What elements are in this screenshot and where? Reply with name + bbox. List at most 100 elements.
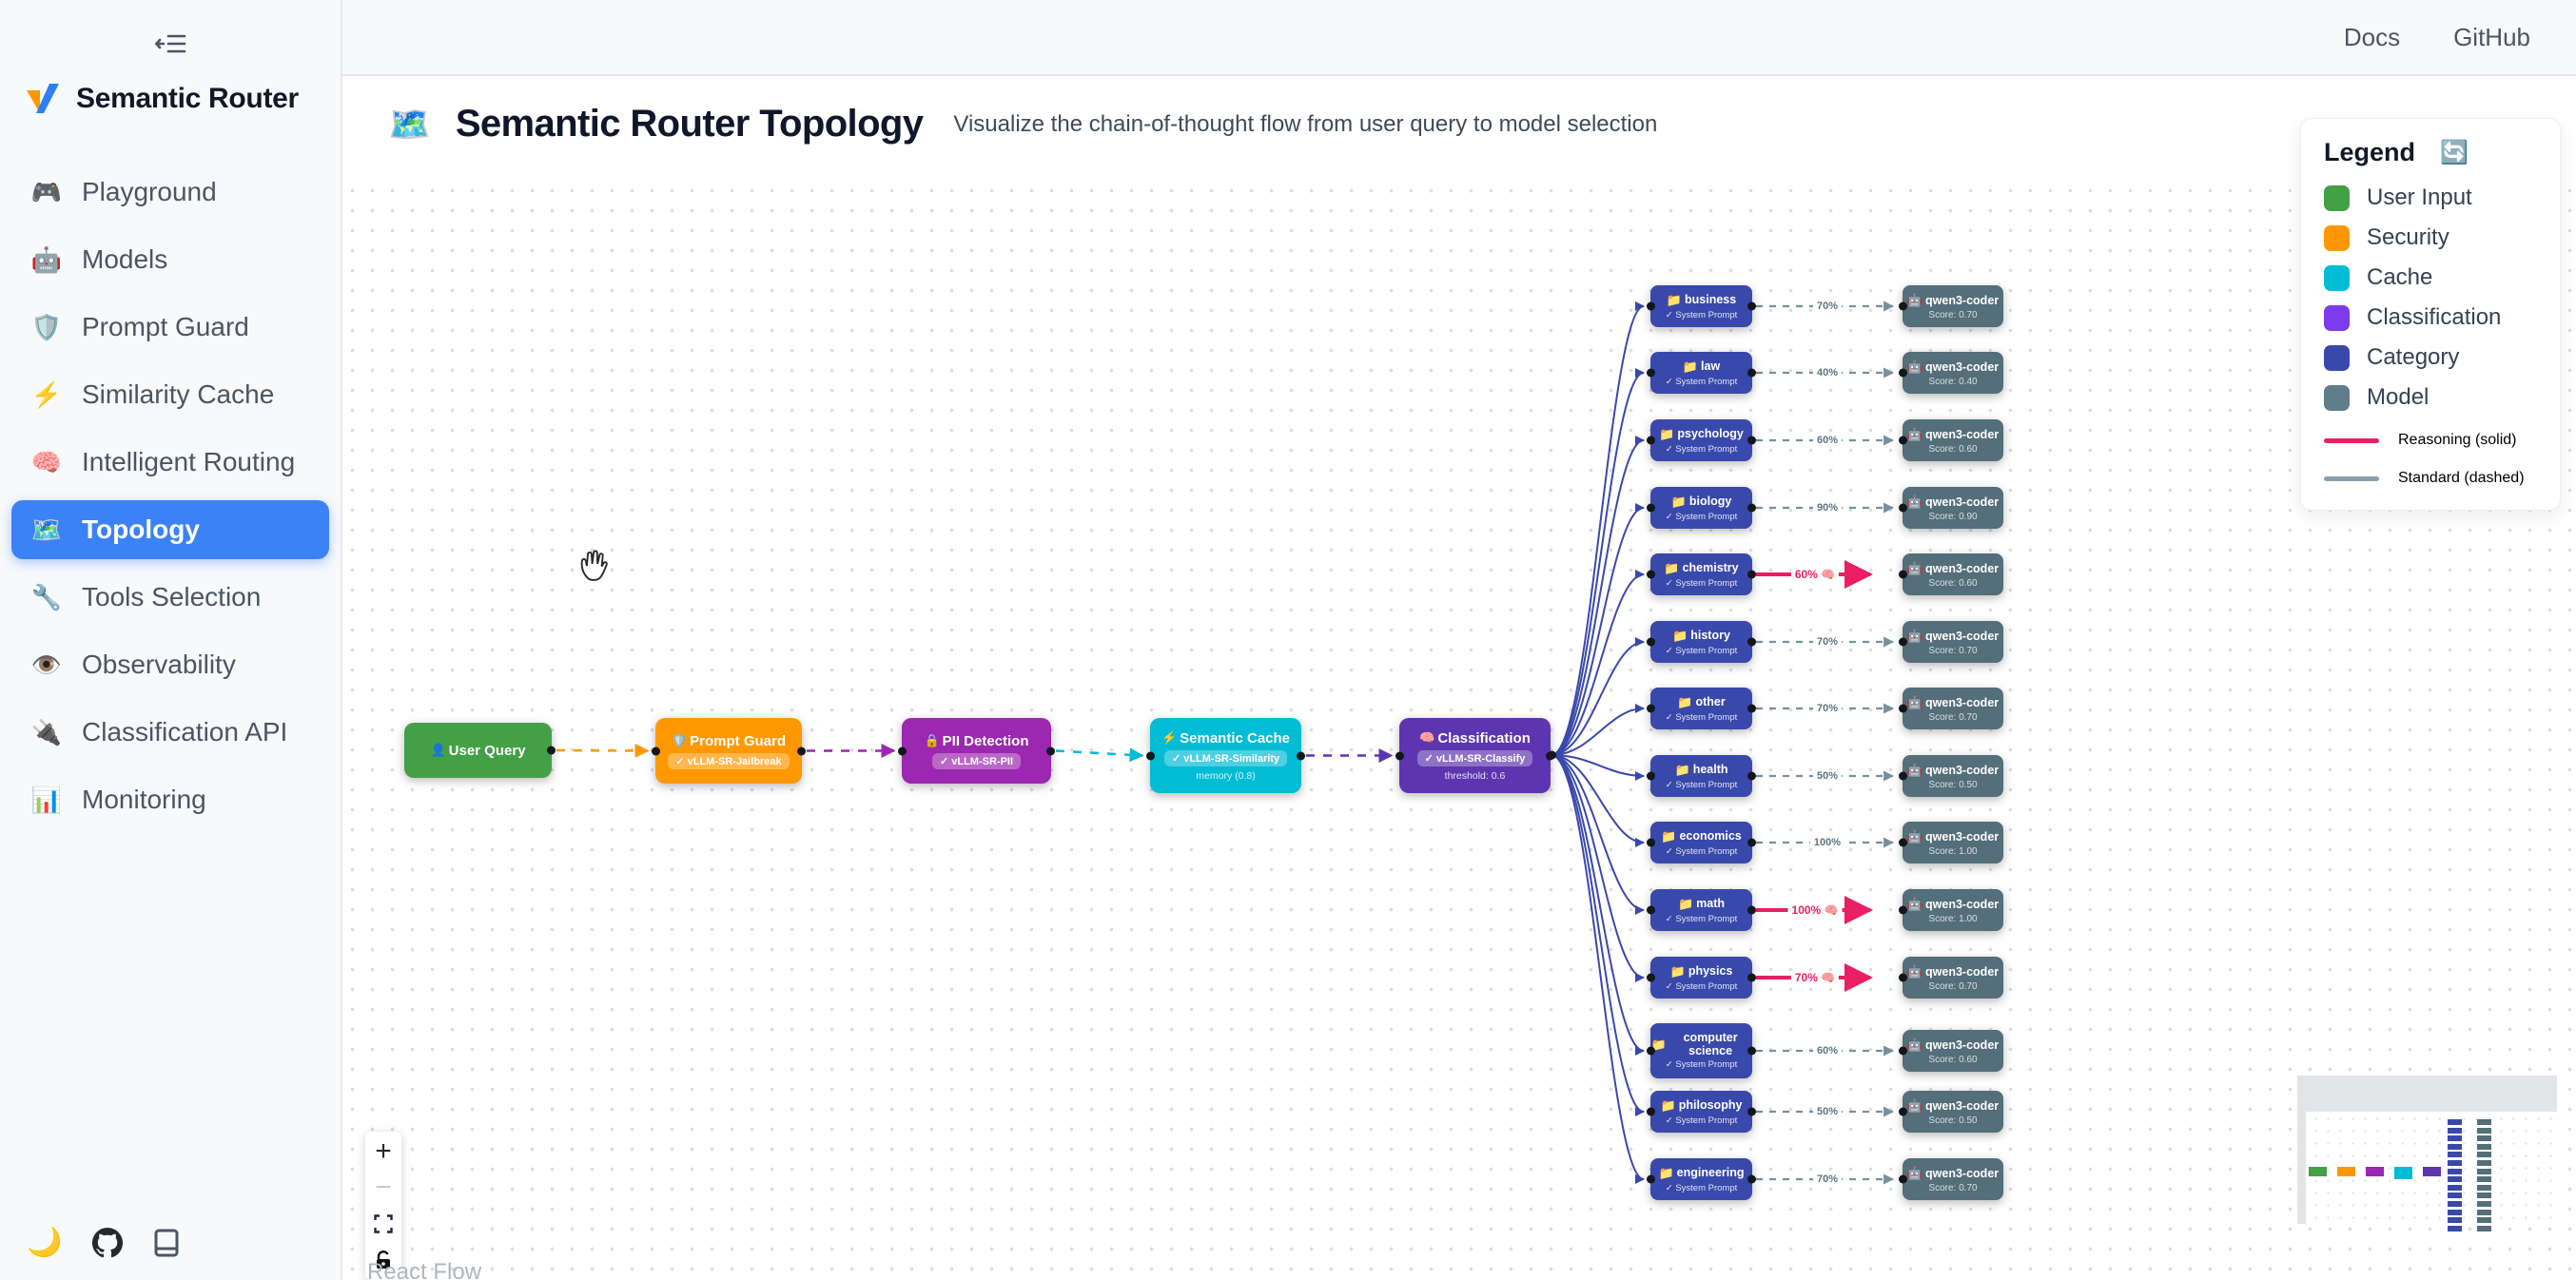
node-handle-target: [1899, 368, 1907, 378]
node-handle-target: [1647, 905, 1655, 915]
sidebar-item-label: Tools Selection: [82, 582, 262, 611]
category-node-health[interactable]: 📁health✓ System Prompt: [1647, 755, 1756, 797]
sidebar-item-prompt-guard[interactable]: 🛡️Prompt Guard: [11, 298, 329, 357]
github-icon[interactable]: [92, 1227, 124, 1258]
minimap-category-node: [2448, 1143, 2462, 1150]
zoom-in-button[interactable]: +: [375, 1135, 392, 1167]
flow-node-pii-detection[interactable]: 🔒PII Detection✓ vLLM-SR-PII: [898, 718, 1055, 784]
dark-mode-toggle-icon[interactable]: 🌙: [27, 1227, 63, 1258]
minimap-node-classification: [2423, 1167, 2441, 1176]
model-score: Score: 0.70: [1928, 1182, 1978, 1193]
sidebar-item-tools-selection[interactable]: 🔧Tools Selection: [11, 568, 329, 627]
legend-title: Legend: [2324, 138, 2416, 166]
node-title: 🤖qwen3-coder: [1907, 964, 1999, 979]
sidebar-item-models[interactable]: 🤖Models: [11, 230, 329, 289]
sidebar-item-similarity-cache[interactable]: ⚡Similarity Cache: [11, 365, 329, 424]
category-node-law[interactable]: 📁law✓ System Prompt: [1647, 352, 1756, 394]
category-node-psychology[interactable]: 📁psychology✓ System Prompt: [1647, 419, 1756, 461]
category-system-prompt: ✓ System Prompt: [1665, 443, 1738, 455]
sidebar-item-intelligent-routing[interactable]: 🧠Intelligent Routing: [11, 433, 329, 492]
prompt-guard-icon: 🛡️: [671, 733, 688, 747]
node-handle-target: [1899, 1174, 1907, 1184]
node-handle-source: [1747, 1046, 1756, 1056]
node-handle-source: [797, 747, 806, 755]
sidebar-item-monitoring[interactable]: 📊Monitoring: [11, 770, 329, 829]
legend-refresh-icon[interactable]: 🔄: [2440, 140, 2469, 165]
flow-node-prompt-guard[interactable]: 🛡️Prompt Guard✓ vLLM-SR-Jailbreak: [652, 718, 806, 784]
legend-item-cache: Cache: [2324, 264, 2537, 291]
category-node-other[interactable]: 📁other✓ System Prompt: [1647, 688, 1756, 729]
folder-icon: 📁: [1674, 762, 1690, 777]
lock-button[interactable]: [367, 1244, 400, 1276]
flow-canvas[interactable]: 🗺️ Semantic Router Topology Visualize th…: [342, 76, 2576, 1280]
sidebar-item-topology[interactable]: 🗺️Topology: [11, 500, 329, 559]
minimap[interactable]: [2297, 1076, 2557, 1232]
navbar-link-github[interactable]: GitHub: [2453, 22, 2530, 51]
node-handle-source: [1747, 771, 1756, 781]
category-name: philosophy: [1678, 1097, 1743, 1112]
category-node-history[interactable]: 📁history✓ System Prompt: [1647, 621, 1756, 663]
legend-label: Reasoning (solid): [2398, 432, 2517, 448]
edge-probability-label: 100% 🧠: [1787, 903, 1843, 917]
category-node-business[interactable]: 📁business✓ System Prompt: [1647, 285, 1756, 327]
category-node-chemistry[interactable]: 📁chemistry✓ System Prompt: [1647, 553, 1756, 595]
node-title: 🤖qwen3-coder: [1907, 561, 1999, 576]
category-name: math: [1696, 896, 1726, 910]
model-name: qwen3-coder: [1925, 629, 2000, 643]
edge-probability-label: 60%: [1812, 1045, 1843, 1057]
sidebar-item-playground[interactable]: 🎮Playground: [11, 163, 329, 222]
legend-swatch-category: [2324, 344, 2350, 371]
brand[interactable]: Semantic Router: [23, 80, 299, 118]
minimap-node-semantic-cache: [2394, 1167, 2412, 1179]
category-node-engineering[interactable]: 📁engineering✓ System Prompt: [1647, 1158, 1756, 1200]
category-node-computer-science[interactable]: 📁computer science✓ System Prompt: [1647, 1023, 1756, 1078]
legend-label: Classification: [2367, 304, 2502, 330]
brand-name: Semantic Router: [76, 83, 299, 114]
similarity-cache-icon: ⚡: [30, 379, 63, 409]
sidebar-item-classification-api[interactable]: 🔌Classification API: [11, 703, 329, 762]
category-node-biology[interactable]: 📁biology✓ System Prompt: [1647, 487, 1756, 529]
model-name: qwen3-coder: [1925, 1166, 2000, 1180]
node-title: 📁engineering: [1658, 1166, 1744, 1181]
models-icon: 🤖: [30, 244, 63, 274]
edge-probability-label: 70% 🧠: [1790, 971, 1840, 984]
sidebar-collapse-button[interactable]: [145, 25, 198, 63]
navbar-link-docs[interactable]: Docs: [2343, 22, 2401, 51]
legend-label: Cache: [2367, 264, 2433, 290]
fit-view-button[interactable]: [367, 1208, 400, 1240]
minimap-category-node: [2448, 1225, 2462, 1232]
node-title: 🤖qwen3-coder: [1907, 763, 1999, 778]
sidebar-item-observability[interactable]: 👁️Observability: [11, 635, 329, 694]
legend-label: Category: [2367, 344, 2460, 370]
zoom-out-button[interactable]: −: [375, 1172, 392, 1203]
book-icon[interactable]: [153, 1228, 180, 1258]
category-node-physics[interactable]: 📁physics✓ System Prompt: [1647, 957, 1756, 999]
category-name: psychology: [1677, 426, 1744, 440]
legend-label: Model: [2367, 384, 2430, 410]
category-node-math[interactable]: 📁math✓ System Prompt: [1647, 889, 1756, 931]
top-navbar: Docs GitHub: [342, 0, 2576, 76]
flow-node-user-query[interactable]: 👤User Query: [404, 723, 556, 778]
category-node-economics[interactable]: 📁economics✓ System Prompt: [1647, 822, 1756, 863]
category-node-philosophy[interactable]: 📁philosophy✓ System Prompt: [1647, 1091, 1756, 1133]
folder-icon: 📁: [1669, 963, 1686, 979]
node-handle-target: [1899, 1046, 1907, 1056]
category-name: health: [1692, 762, 1728, 776]
node-title: 🤖qwen3-coder: [1907, 1098, 1999, 1114]
